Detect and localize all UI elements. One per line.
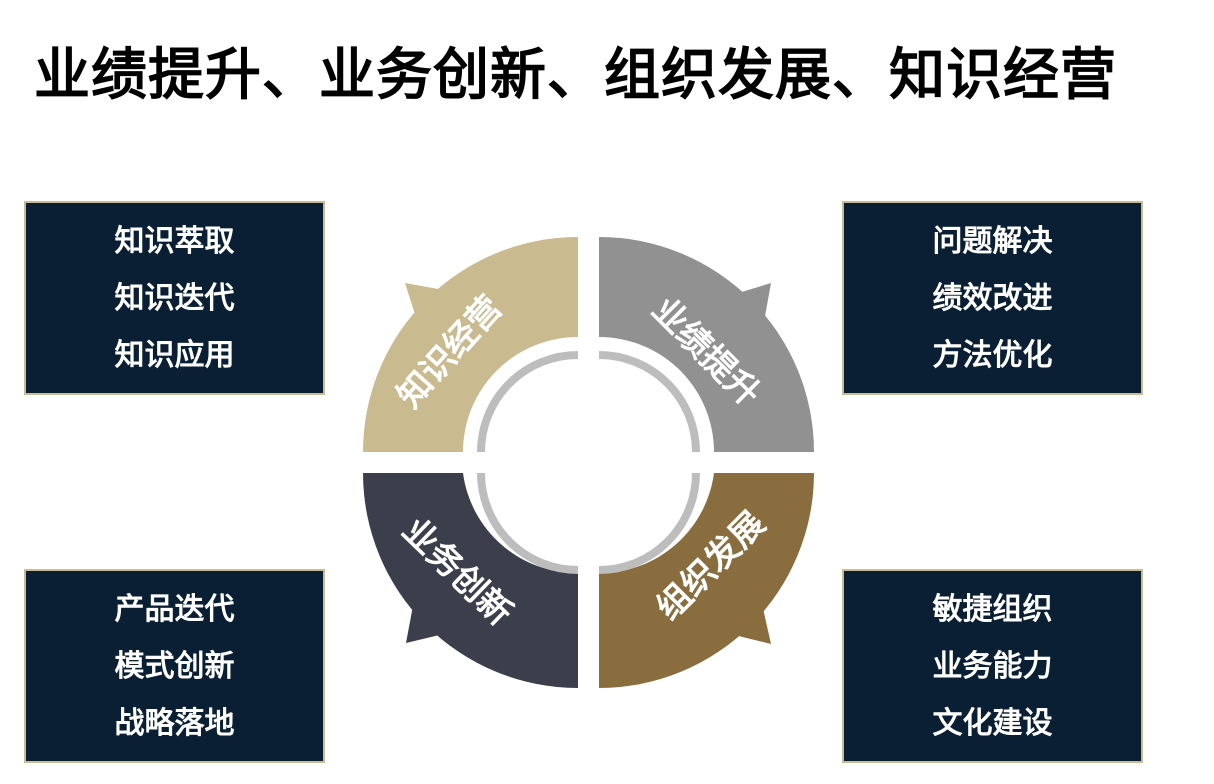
segment-knowledge-operation [363, 237, 578, 452]
arrow-head-business-innovation [406, 595, 452, 643]
arrow-head-organization-development [722, 595, 771, 644]
inner-ring-bottom-right [598, 472, 700, 574]
knowledge-operation-box: 知识萃取 知识迭代 知识应用 [24, 201, 325, 395]
box-line: 业务能力 [932, 648, 1053, 684]
box-line: 产品迭代 [114, 591, 235, 627]
organization-development-box: 敏捷组织 业务能力 文化建设 [842, 569, 1143, 763]
arrow-head-knowledge-operation [405, 283, 455, 330]
box-line: 敏捷组织 [932, 591, 1053, 627]
arrow-head-performance-improvement [722, 283, 771, 333]
segment-performance-improvement [599, 237, 814, 452]
inner-ring-top-left [477, 351, 579, 453]
business-innovation-box: 产品迭代 模式创新 战略落地 [24, 569, 325, 763]
segment-organization-development [599, 473, 814, 688]
box-line: 战略落地 [114, 705, 235, 741]
box-line: 绩效改进 [932, 280, 1053, 316]
box-line: 知识萃取 [114, 223, 235, 259]
box-line: 知识应用 [114, 337, 235, 373]
page-title: 业绩提升、业务创新、组织发展、知识经营 [34, 43, 1117, 108]
box-line: 问题解决 [932, 223, 1053, 259]
box-line: 方法优化 [932, 337, 1053, 373]
inner-ring-top-right [598, 351, 700, 453]
segment-business-innovation [363, 473, 578, 688]
box-line: 文化建设 [932, 705, 1053, 741]
performance-improvement-box: 问题解决 绩效改进 方法优化 [842, 201, 1143, 395]
box-line: 知识迭代 [114, 280, 235, 316]
box-line: 模式创新 [114, 648, 235, 684]
inner-ring-bottom-left [477, 472, 579, 574]
